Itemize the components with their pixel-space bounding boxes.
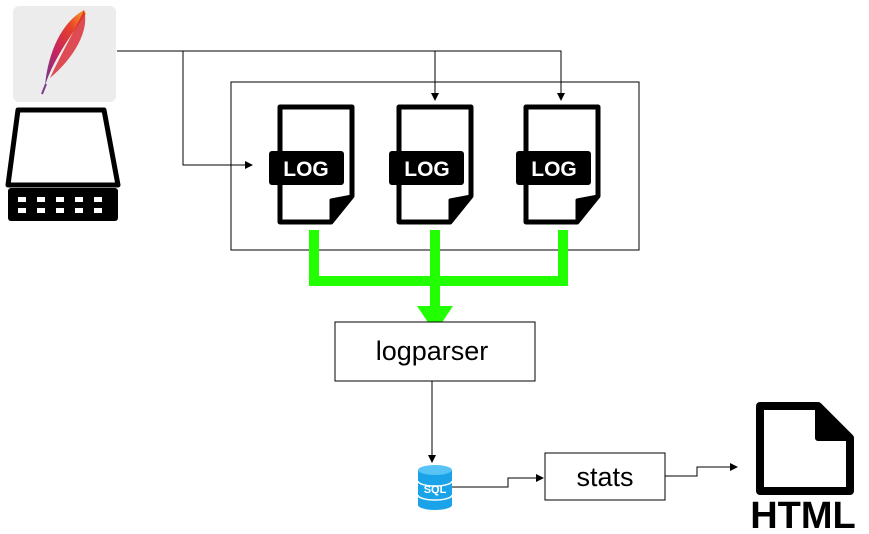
log-file-3: LOG — [516, 104, 601, 225]
sql-database-icon: SQL — [417, 465, 453, 510]
apache-feather-icon — [41, 10, 86, 95]
stats-label: stats — [576, 462, 633, 492]
db-to-stats-connector — [452, 474, 544, 488]
log-label: LOG — [283, 158, 329, 181]
html-label: HTML — [750, 495, 856, 534]
server-storage-icon — [5, 107, 121, 221]
sql-label: SQL — [424, 484, 447, 496]
html-file-icon — [756, 402, 854, 495]
log-file-2: LOG — [389, 104, 474, 225]
log-file-icon — [269, 104, 355, 225]
apache-app-tile — [13, 6, 116, 102]
stats-box: stats — [544, 452, 666, 501]
log-file-icon — [516, 104, 601, 225]
html-output: HTML — [750, 402, 856, 534]
merge-flow-arrow — [309, 230, 568, 333]
logparser-label: logparser — [376, 336, 489, 366]
log-file-1: LOG — [269, 104, 355, 225]
log-label: LOG — [531, 158, 577, 181]
log-file-icon — [389, 104, 474, 225]
source-connectors — [117, 50, 565, 169]
log-label: LOG — [404, 158, 450, 181]
logparser-box: logparser — [334, 321, 536, 382]
stats-to-html-connector — [665, 463, 738, 477]
